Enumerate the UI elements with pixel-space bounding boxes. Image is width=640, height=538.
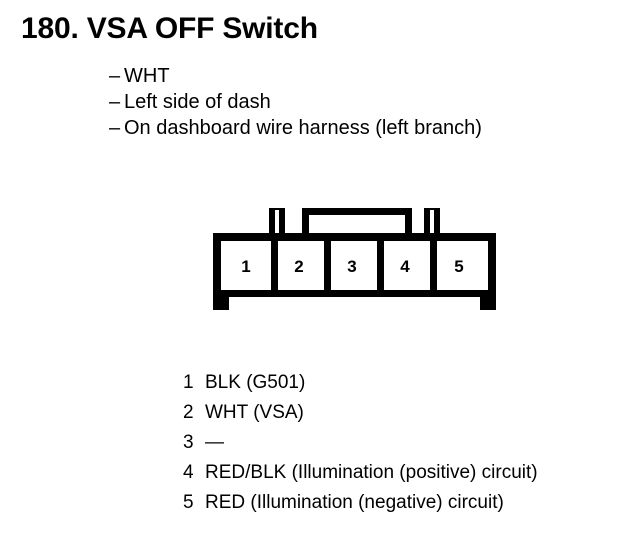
right-tab-slot [430, 210, 434, 233]
detail-item-location: – Left side of dash [109, 89, 629, 115]
detail-item-wire-color: – WHT [109, 63, 629, 89]
legend-pin-description: RED (Illumination (negative) circuit) [205, 492, 504, 513]
terminal-number-2: 2 [294, 257, 303, 276]
connector-outline-svg: 1 2 3 4 5 [213, 208, 496, 310]
pin-legend: 1 BLK (G501) 2 WHT (VSA) 3 — 4 RED/BLK (… [183, 368, 538, 518]
terminal-divider-3 [377, 241, 384, 297]
legend-pin-number: 5 [183, 492, 194, 513]
connector-diagram: 1 2 3 4 5 [205, 196, 505, 321]
terminal-row-interior [221, 241, 488, 297]
detail-item-label: On dashboard wire harness (left branch) [124, 117, 482, 139]
terminal-bottom-shelf [221, 290, 488, 297]
en-dash-icon: – [109, 91, 121, 113]
detail-item-label: Left side of dash [124, 91, 271, 113]
legend-pin-description: BLK (G501) [205, 372, 306, 393]
en-dash-icon: – [109, 117, 121, 139]
center-latch-interior [309, 215, 405, 233]
terminal-number-5: 5 [454, 257, 463, 276]
terminal-number-3: 3 [347, 257, 356, 276]
detail-list: – WHT – Left side of dash – On dashboard… [109, 63, 629, 141]
legend-pin-number: 4 [183, 462, 194, 483]
terminal-number-4: 4 [400, 257, 410, 276]
terminal-divider-1 [271, 241, 278, 297]
detail-item-label: WHT [124, 65, 170, 87]
legend-row: 5 RED (Illumination (negative) circuit) [183, 488, 538, 518]
legend-pin-number: 3 [183, 432, 194, 453]
en-dash-icon: – [109, 65, 121, 87]
legend-pin-number: 2 [183, 402, 194, 423]
terminal-divider-4 [430, 241, 437, 297]
detail-item-harness: – On dashboard wire harness (left branch… [109, 115, 629, 141]
legend-pin-description: RED/BLK (Illumination (positive) circuit… [205, 462, 538, 483]
legend-pin-description: WHT (VSA) [205, 402, 304, 423]
legend-row: 2 WHT (VSA) [183, 398, 538, 428]
legend-pin-number: 1 [183, 372, 194, 393]
left-tab-slot [275, 210, 279, 233]
terminal-divider-2 [324, 241, 331, 297]
page-title: 180. VSA OFF Switch [21, 12, 318, 45]
legend-row: 3 — [183, 428, 538, 458]
legend-row: 1 BLK (G501) [183, 368, 538, 398]
legend-row: 4 RED/BLK (Illumination (positive) circu… [183, 458, 538, 488]
terminal-number-1: 1 [241, 257, 250, 276]
legend-pin-description: — [205, 432, 224, 453]
